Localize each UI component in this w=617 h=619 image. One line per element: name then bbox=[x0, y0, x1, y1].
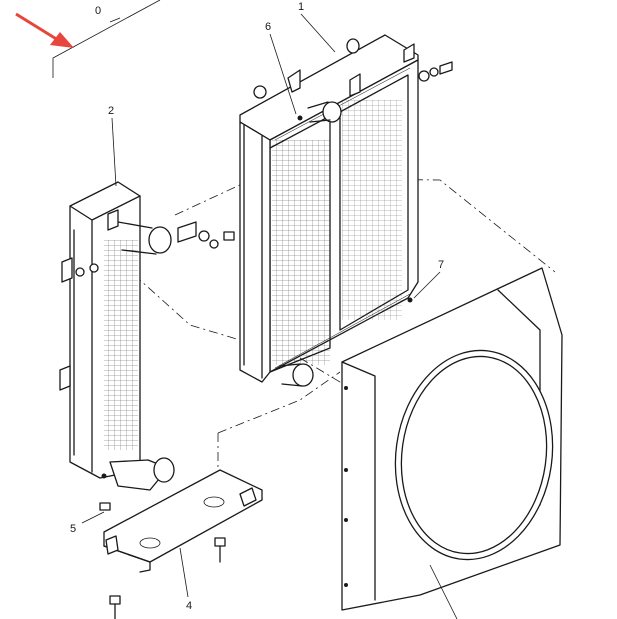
bolt-washer-set-left bbox=[75, 221, 235, 277]
fan-shroud bbox=[341, 267, 563, 611]
assembly-boundary bbox=[52, 0, 161, 78]
callout-4: 4 bbox=[186, 600, 192, 612]
bottom-bolts bbox=[99, 502, 226, 619]
mounting-bracket bbox=[103, 469, 263, 573]
callout-0: 0 bbox=[95, 5, 101, 17]
callout-2: 2 bbox=[108, 105, 114, 117]
callout-6: 6 bbox=[265, 21, 271, 33]
red-arrow-indicator bbox=[15, 12, 74, 48]
callout-5: 5 bbox=[70, 523, 76, 535]
callout-1: 1 bbox=[298, 1, 304, 13]
leader-lines bbox=[81, 13, 458, 619]
radiator-core bbox=[239, 34, 419, 387]
charge-air-cooler bbox=[59, 181, 175, 491]
callout-7: 7 bbox=[438, 259, 444, 271]
bolt-washer-set-right bbox=[418, 61, 453, 82]
